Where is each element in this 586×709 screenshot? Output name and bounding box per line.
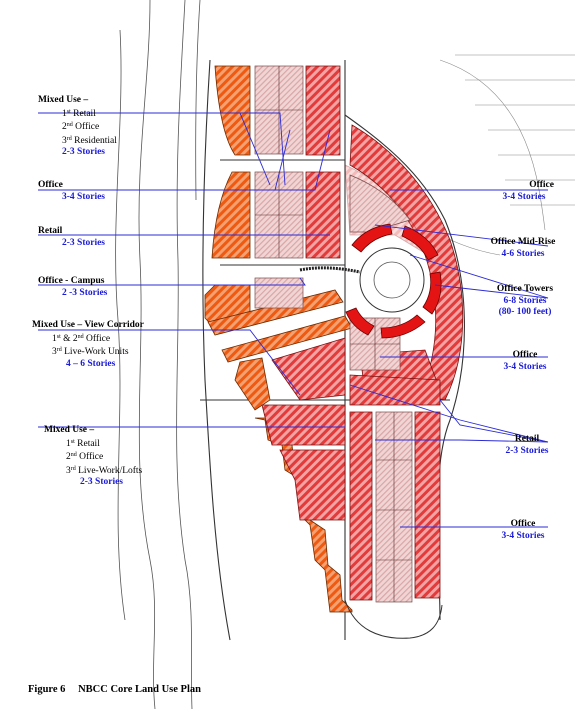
label-line: 3rd Residential: [62, 135, 117, 146]
label-title: Office: [529, 180, 554, 190]
label-office-right-mid: Office 3-4 Stories: [490, 350, 560, 373]
label-line: 2nd Office: [66, 452, 104, 462]
label-stories: 4-6 Stories: [501, 248, 545, 259]
label-office-right-top: Office 3-4 Stories: [494, 180, 554, 203]
label-title: Office: [512, 350, 538, 360]
label-stories: 2-3 Stories: [62, 237, 106, 248]
label-title: Office Towers: [496, 284, 554, 294]
label-office-campus: Office - Campus 2 -3 Stories: [38, 276, 107, 299]
leader-lines: [38, 112, 549, 528]
label-stories: 2-3 Stories: [505, 445, 549, 456]
label-line: 1st Retail: [62, 108, 96, 119]
figure-title: NBCC Core Land Use Plan: [78, 684, 201, 695]
label-stories: 3-4 Stories: [503, 361, 547, 372]
label-mixed-use-view-corridor: Mixed Use – View Corridor 1st & 2nd Offi…: [32, 320, 144, 370]
label-stories: 3-4 Stories: [62, 191, 106, 202]
block-grid: [255, 66, 412, 602]
central-plaza: [299, 247, 425, 313]
office-tower-arcs: [345, 223, 442, 339]
label-mixed-use-lofts: Mixed Use – 1st Retail 2nd Office 3rd Li…: [44, 425, 142, 489]
label-mixed-use-residential: Mixed Use – 1st Retail 2nd Office 3rd Re…: [38, 95, 117, 159]
residential-sketch: [429, 54, 575, 256]
label-stories: 2-3 Stories: [62, 147, 106, 157]
label-stories: 4 – 6 Stories: [66, 358, 116, 369]
label-retail-left: Retail 2-3 Stories: [38, 226, 105, 249]
label-stories: 2-3 Stories: [80, 477, 124, 487]
label-title: Retail: [514, 434, 540, 444]
label-line: 1st Retail: [66, 438, 100, 449]
label-title: Office Mid-Rise: [490, 237, 556, 247]
label-title: Mixed Use –: [44, 425, 95, 435]
label-title: Retail: [38, 226, 63, 236]
label-title: Office: [510, 519, 536, 529]
label-stories: 6-8 Stories: [503, 295, 547, 306]
label-stories: 2 -3 Stories: [62, 287, 108, 298]
label-line: 2nd Office: [62, 122, 100, 132]
river-sketch: [115, 0, 201, 709]
figure-caption: Figure 6 NBCC Core Land Use Plan: [28, 684, 201, 695]
label-retail-right: Retail 2-3 Stories: [492, 434, 562, 457]
label-office-right-bottom: Office 3-4 Stories: [488, 519, 558, 542]
label-line: 3rd Live-Work Units: [52, 347, 129, 357]
label-stories: 3-4 Stories: [501, 530, 545, 541]
label-line: 1st & 2nd Office: [52, 333, 111, 344]
label-height: (80- 100 feet): [498, 307, 552, 317]
label-office-towers: Office Towers 6-8 Stories (80- 100 feet): [480, 284, 570, 319]
figure-number: Figure 6: [28, 684, 66, 695]
label-title: Office - Campus: [38, 276, 105, 286]
label-stories: 3-4 Stories: [502, 191, 546, 202]
label-office-midrise: Office Mid-Rise 4-6 Stories: [478, 237, 568, 260]
label-title: Mixed Use –: [38, 95, 89, 105]
label-title: Office: [38, 180, 63, 190]
label-title: Mixed Use – View Corridor: [32, 320, 144, 330]
label-office-left: Office 3-4 Stories: [38, 180, 105, 203]
label-line: 3rd Live-Work/Lofts: [66, 465, 143, 476]
road-ends: [344, 599, 443, 639]
